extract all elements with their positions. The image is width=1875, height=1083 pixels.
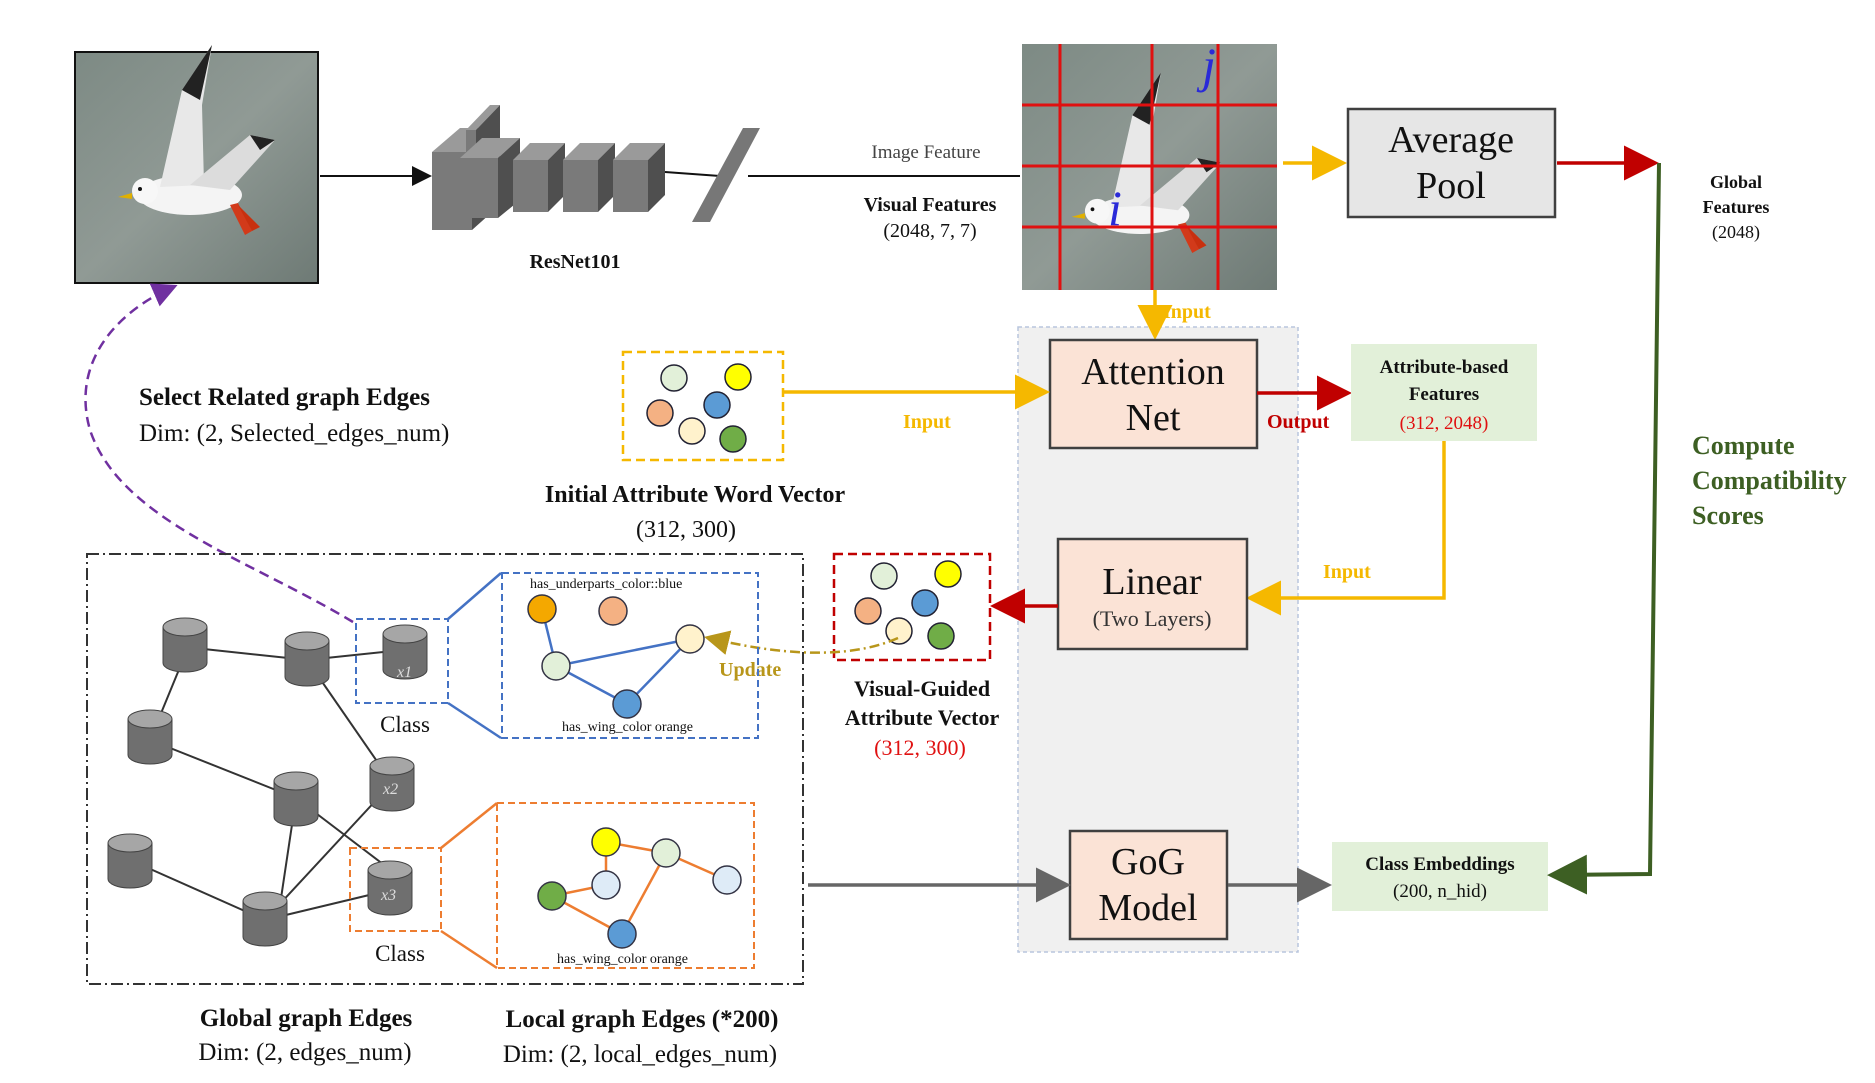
average-pool-line2: Pool — [1416, 165, 1486, 207]
local-graph-top: has_underparts_color::blue has_wing_colo… — [501, 572, 759, 739]
attribute-features-line2: Features — [1409, 384, 1479, 405]
node-x1-label: x1 — [396, 664, 412, 681]
attr-to-linear-arrow — [1246, 441, 1446, 616]
graph-node — [284, 631, 330, 687]
feature-slash — [692, 128, 760, 222]
input-label-left: Input — [903, 411, 951, 433]
image-feature-label: Image Feature — [871, 142, 980, 163]
update-label: Update — [719, 659, 781, 681]
visual-features-title: Visual Features — [864, 194, 997, 216]
global-graph-edges — [129, 646, 401, 921]
global-features-line1: Global — [1710, 172, 1762, 192]
gog-model-line1: GoG — [1111, 841, 1185, 883]
visual-guided-line2: Attribute Vector — [845, 705, 1000, 730]
class-label-bottom: Class — [375, 941, 425, 966]
output-label: Output — [1267, 411, 1330, 433]
class-embeddings-title: Class Embeddings — [1365, 854, 1514, 875]
global-features-line2: Features — [1703, 197, 1770, 217]
visual-guided-vector-box — [832, 552, 992, 662]
visual-features-dims: (2048, 7, 7) — [883, 220, 976, 242]
global-features-dims: (2048) — [1712, 222, 1760, 243]
local-graph-bottom: has_wing_color orange — [496, 802, 755, 969]
linear-title: Linear — [1102, 561, 1202, 603]
x3-selection-box — [349, 847, 442, 932]
resnet-to-slash-line — [664, 171, 721, 177]
update-arrow — [704, 630, 899, 655]
gog-model-box: GoG Model — [1068, 829, 1229, 941]
input-label-right: Input — [1323, 561, 1371, 583]
global-graph-frame — [86, 553, 804, 985]
select-edges-arrow-head-end — [200, 560, 351, 622]
feature-grid-image — [1022, 44, 1277, 290]
x3-zoom-line-top — [440, 802, 498, 849]
select-edges-title: Select Related graph Edges — [139, 384, 430, 411]
gog-model-line2: Model — [1098, 887, 1197, 929]
visual-guided-line1: Visual-Guided — [854, 676, 990, 701]
initial-attribute-vector-box — [621, 350, 785, 462]
class-embeddings-box: Class Embeddings (200, n_hid) — [1332, 842, 1548, 911]
input-bird-image — [74, 45, 319, 284]
x1-zoom-line-bottom — [447, 701, 502, 740]
graph-node — [273, 771, 319, 827]
attention-net-box: Attention Net — [1048, 338, 1259, 450]
global-edges-dims: Dim: (2, edges_num) — [198, 1039, 411, 1066]
linear-box: Linear (Two Layers) — [1056, 537, 1249, 651]
compatibility-arrow — [1547, 162, 1661, 895]
visual-guided-dims: (312, 300) — [874, 735, 966, 760]
attention-net-line2: Net — [1126, 397, 1181, 439]
class-embeddings-dims: (200, n_hid) — [1393, 881, 1487, 902]
compute-scores-line2: Compatibility — [1692, 466, 1847, 495]
select-edges-arrow — [84, 283, 354, 624]
select-edges-dims: Dim: (2, Selected_edges_num) — [139, 420, 449, 447]
compute-scores-line1: Compute — [1692, 431, 1795, 460]
average-pool-line1: Average — [1388, 119, 1514, 161]
x1-selection-box — [355, 618, 449, 704]
graph-node — [127, 709, 173, 765]
global-graph-nodes — [107, 617, 428, 947]
resnet101-blocks — [432, 105, 665, 230]
initial-vector-dims: (312, 300) — [636, 517, 736, 543]
attention-net-line1: Attention — [1081, 351, 1225, 393]
linear-subtitle: (Two Layers) — [1093, 606, 1212, 631]
local-top-label2: has_wing_color orange — [562, 720, 693, 735]
local-bottom-label: has_wing_color orange — [557, 952, 688, 967]
initial-vector-title: Initial Attribute Word Vector — [545, 482, 846, 508]
compute-scores-line3: Scores — [1692, 501, 1764, 530]
node-x2-label: x2 — [382, 781, 398, 798]
attribute-features-line1: Attribute-based — [1380, 357, 1509, 378]
attribute-features-box: Attribute-based Features (312, 2048) — [1351, 344, 1537, 441]
graph-node — [162, 617, 208, 673]
node-x3-label: x3 — [380, 887, 396, 904]
local-edges-dims: Dim: (2, local_edges_num) — [503, 1041, 777, 1068]
graph-node — [242, 891, 288, 947]
grid-i-label: i — [1108, 180, 1122, 236]
input-label-top: Input — [1163, 301, 1211, 323]
graph-node — [107, 833, 153, 889]
x3-zoom-line-bottom — [440, 929, 498, 970]
average-pool-box: Average Pool — [1346, 107, 1557, 219]
class-label-top: Class — [380, 712, 430, 737]
resnet-label: ResNet101 — [529, 251, 620, 273]
attribute-features-dims: (312, 2048) — [1400, 413, 1489, 434]
x1-zoom-line-top — [447, 572, 502, 620]
global-edges-title: Global graph Edges — [200, 1005, 413, 1032]
local-top-label1: has_underparts_color::blue — [530, 577, 682, 592]
local-edges-title: Local graph Edges (*200) — [506, 1006, 779, 1033]
